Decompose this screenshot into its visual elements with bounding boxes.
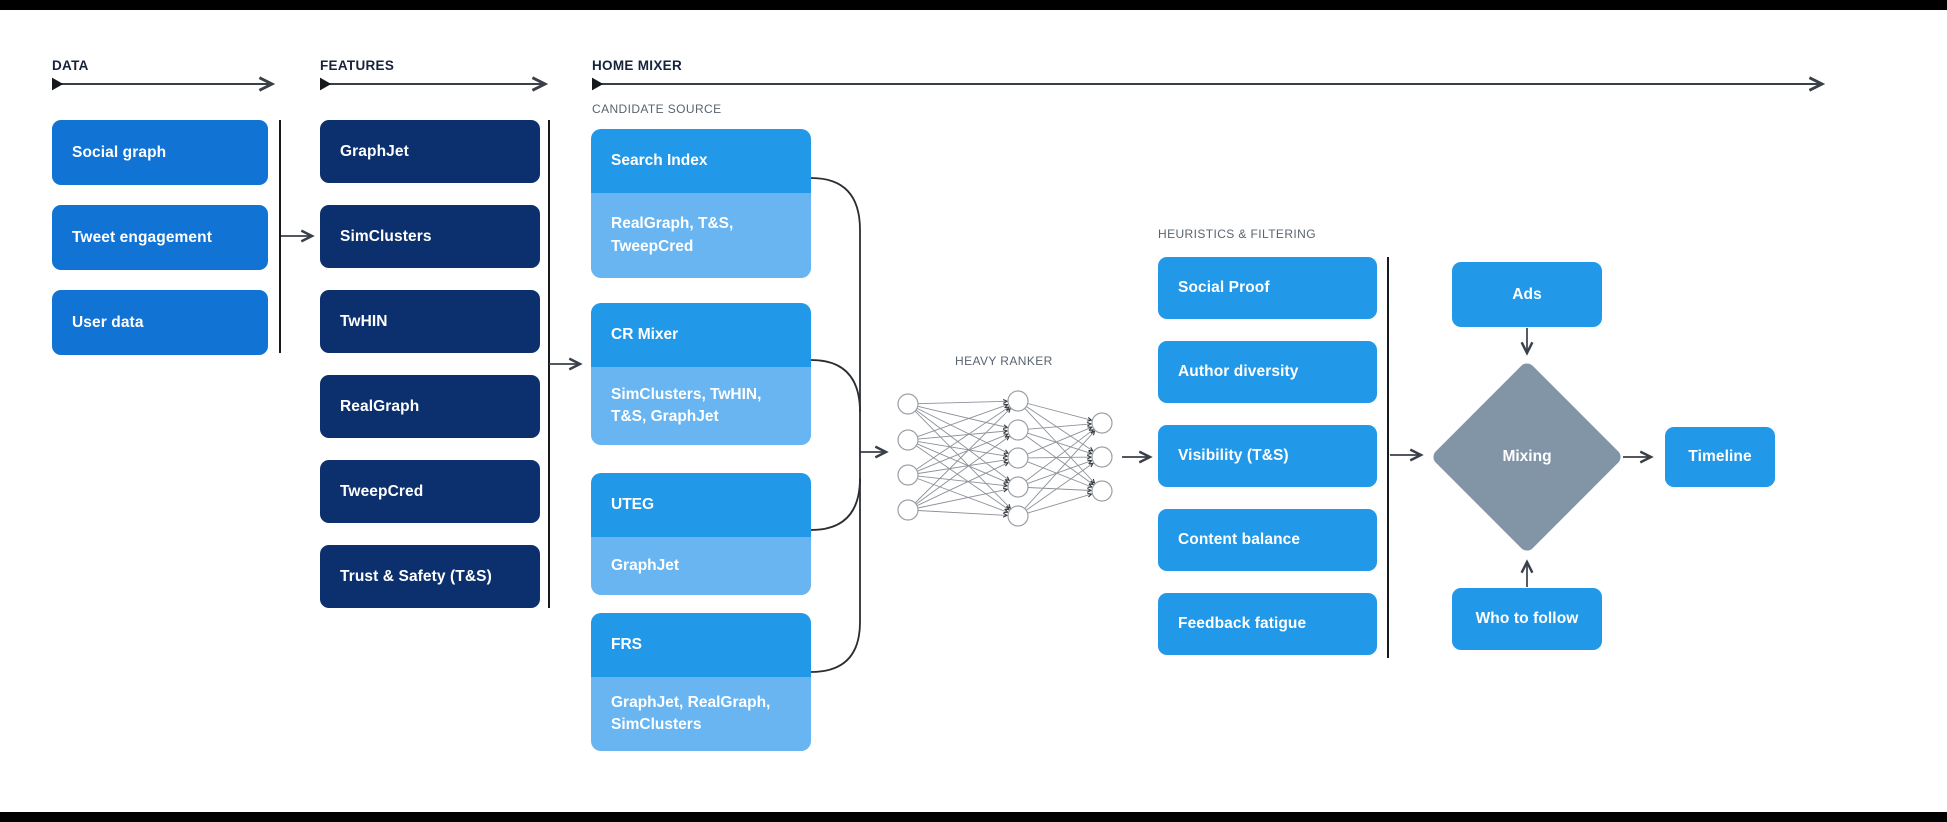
- feature-box-label: RealGraph: [340, 397, 420, 415]
- candidate-source-card: UTEG GraphJet: [591, 473, 811, 595]
- feature-box-label: TwHIN: [340, 312, 388, 330]
- data-box: User data: [52, 290, 268, 355]
- candidate-source-inputs-label: GraphJet, RealGraph, SimClusters: [611, 693, 771, 733]
- section-header-features: FEATURES: [320, 58, 395, 73]
- label-heuristics-filtering: HEURISTICS & FILTERING: [1158, 227, 1316, 241]
- label-candidate-source: CANDIDATE SOURCE: [592, 102, 722, 116]
- filter-box: Content balance: [1158, 509, 1377, 571]
- who-to-follow-label: Who to follow: [1475, 610, 1579, 627]
- feature-box-label: SimClusters: [340, 227, 432, 245]
- neural-network-edges: [914, 401, 1095, 515]
- feature-box: SimClusters: [320, 205, 540, 268]
- data-box-label: User data: [72, 313, 144, 331]
- filter-box: Author diversity: [1158, 341, 1377, 403]
- mixing-label: Mixing: [1502, 448, 1552, 465]
- bottom-letterbox-bar: [0, 812, 1947, 822]
- feature-box: GraphJet: [320, 120, 540, 183]
- candidate-source-title: FRS: [591, 613, 811, 677]
- timeline-node: Timeline: [1665, 427, 1775, 487]
- filter-box-label: Social Proof: [1178, 279, 1270, 296]
- candidate-source-card: FRS GraphJet, RealGraph, SimClusters: [591, 613, 811, 751]
- candidate-source-title-label: CR Mixer: [611, 326, 679, 343]
- feature-box: Trust & Safety (T&S): [320, 545, 540, 608]
- filter-box: Feedback fatigue: [1158, 593, 1377, 655]
- who-to-follow-node: Who to follow: [1452, 588, 1602, 650]
- candidate-source-title-label: Search Index: [611, 152, 708, 169]
- filter-box-label: Content balance: [1178, 531, 1301, 548]
- feature-box-label: TweepCred: [340, 482, 424, 500]
- timeline-label: Timeline: [1688, 448, 1752, 465]
- candidate-source-inputs-label: RealGraph, T&S, TweepCred: [611, 215, 734, 255]
- feature-box: TweepCred: [320, 460, 540, 523]
- data-box-label: Tweet engagement: [72, 228, 212, 246]
- data-box: Tweet engagement: [52, 205, 268, 270]
- feature-box-label: GraphJet: [340, 142, 409, 160]
- filter-box-label: Feedback fatigue: [1178, 615, 1307, 632]
- candidate-source-inputs: RealGraph, T&S, TweepCred: [591, 193, 811, 278]
- mixing-diamond-label: Mixing: [1452, 427, 1602, 487]
- data-box: Social graph: [52, 120, 268, 185]
- candidate-source-title-label: UTEG: [611, 496, 655, 513]
- section-header-home-mixer: HOME MIXER: [592, 58, 683, 73]
- filter-box: Visibility (T&S): [1158, 425, 1377, 487]
- candidate-source-inputs-label: GraphJet: [611, 556, 680, 574]
- data-box-label: Social graph: [72, 143, 167, 161]
- candidate-source-inputs: GraphJet, RealGraph, SimClusters: [591, 677, 811, 751]
- candidate-source-inputs: SimClusters, TwHIN, T&S, GraphJet: [591, 367, 811, 445]
- candidate-source-title-label: FRS: [611, 636, 642, 653]
- neural-network-nodes: [897, 390, 1113, 527]
- candidate-source-inputs-label: SimClusters, TwHIN, T&S, GraphJet: [611, 385, 762, 425]
- top-letterbox-bar: [0, 0, 1947, 10]
- candidate-source-inputs: GraphJet: [591, 537, 811, 595]
- feature-box: RealGraph: [320, 375, 540, 438]
- candidate-source-title: Search Index: [591, 129, 811, 193]
- candidate-source-title: CR Mixer: [591, 303, 811, 367]
- ads-label: Ads: [1512, 285, 1542, 303]
- filter-box: Social Proof: [1158, 257, 1377, 319]
- filter-box-label: Visibility (T&S): [1178, 447, 1289, 464]
- feature-box-label: Trust & Safety (T&S): [340, 567, 492, 585]
- ads-node: Ads: [1452, 262, 1602, 327]
- candidate-source-title: UTEG: [591, 473, 811, 537]
- filter-box-label: Author diversity: [1178, 363, 1299, 380]
- candidate-funnel-connector: [810, 177, 861, 673]
- label-heavy-ranker: HEAVY RANKER: [955, 354, 1053, 368]
- section-header-data: DATA: [52, 58, 89, 73]
- feature-box: TwHIN: [320, 290, 540, 353]
